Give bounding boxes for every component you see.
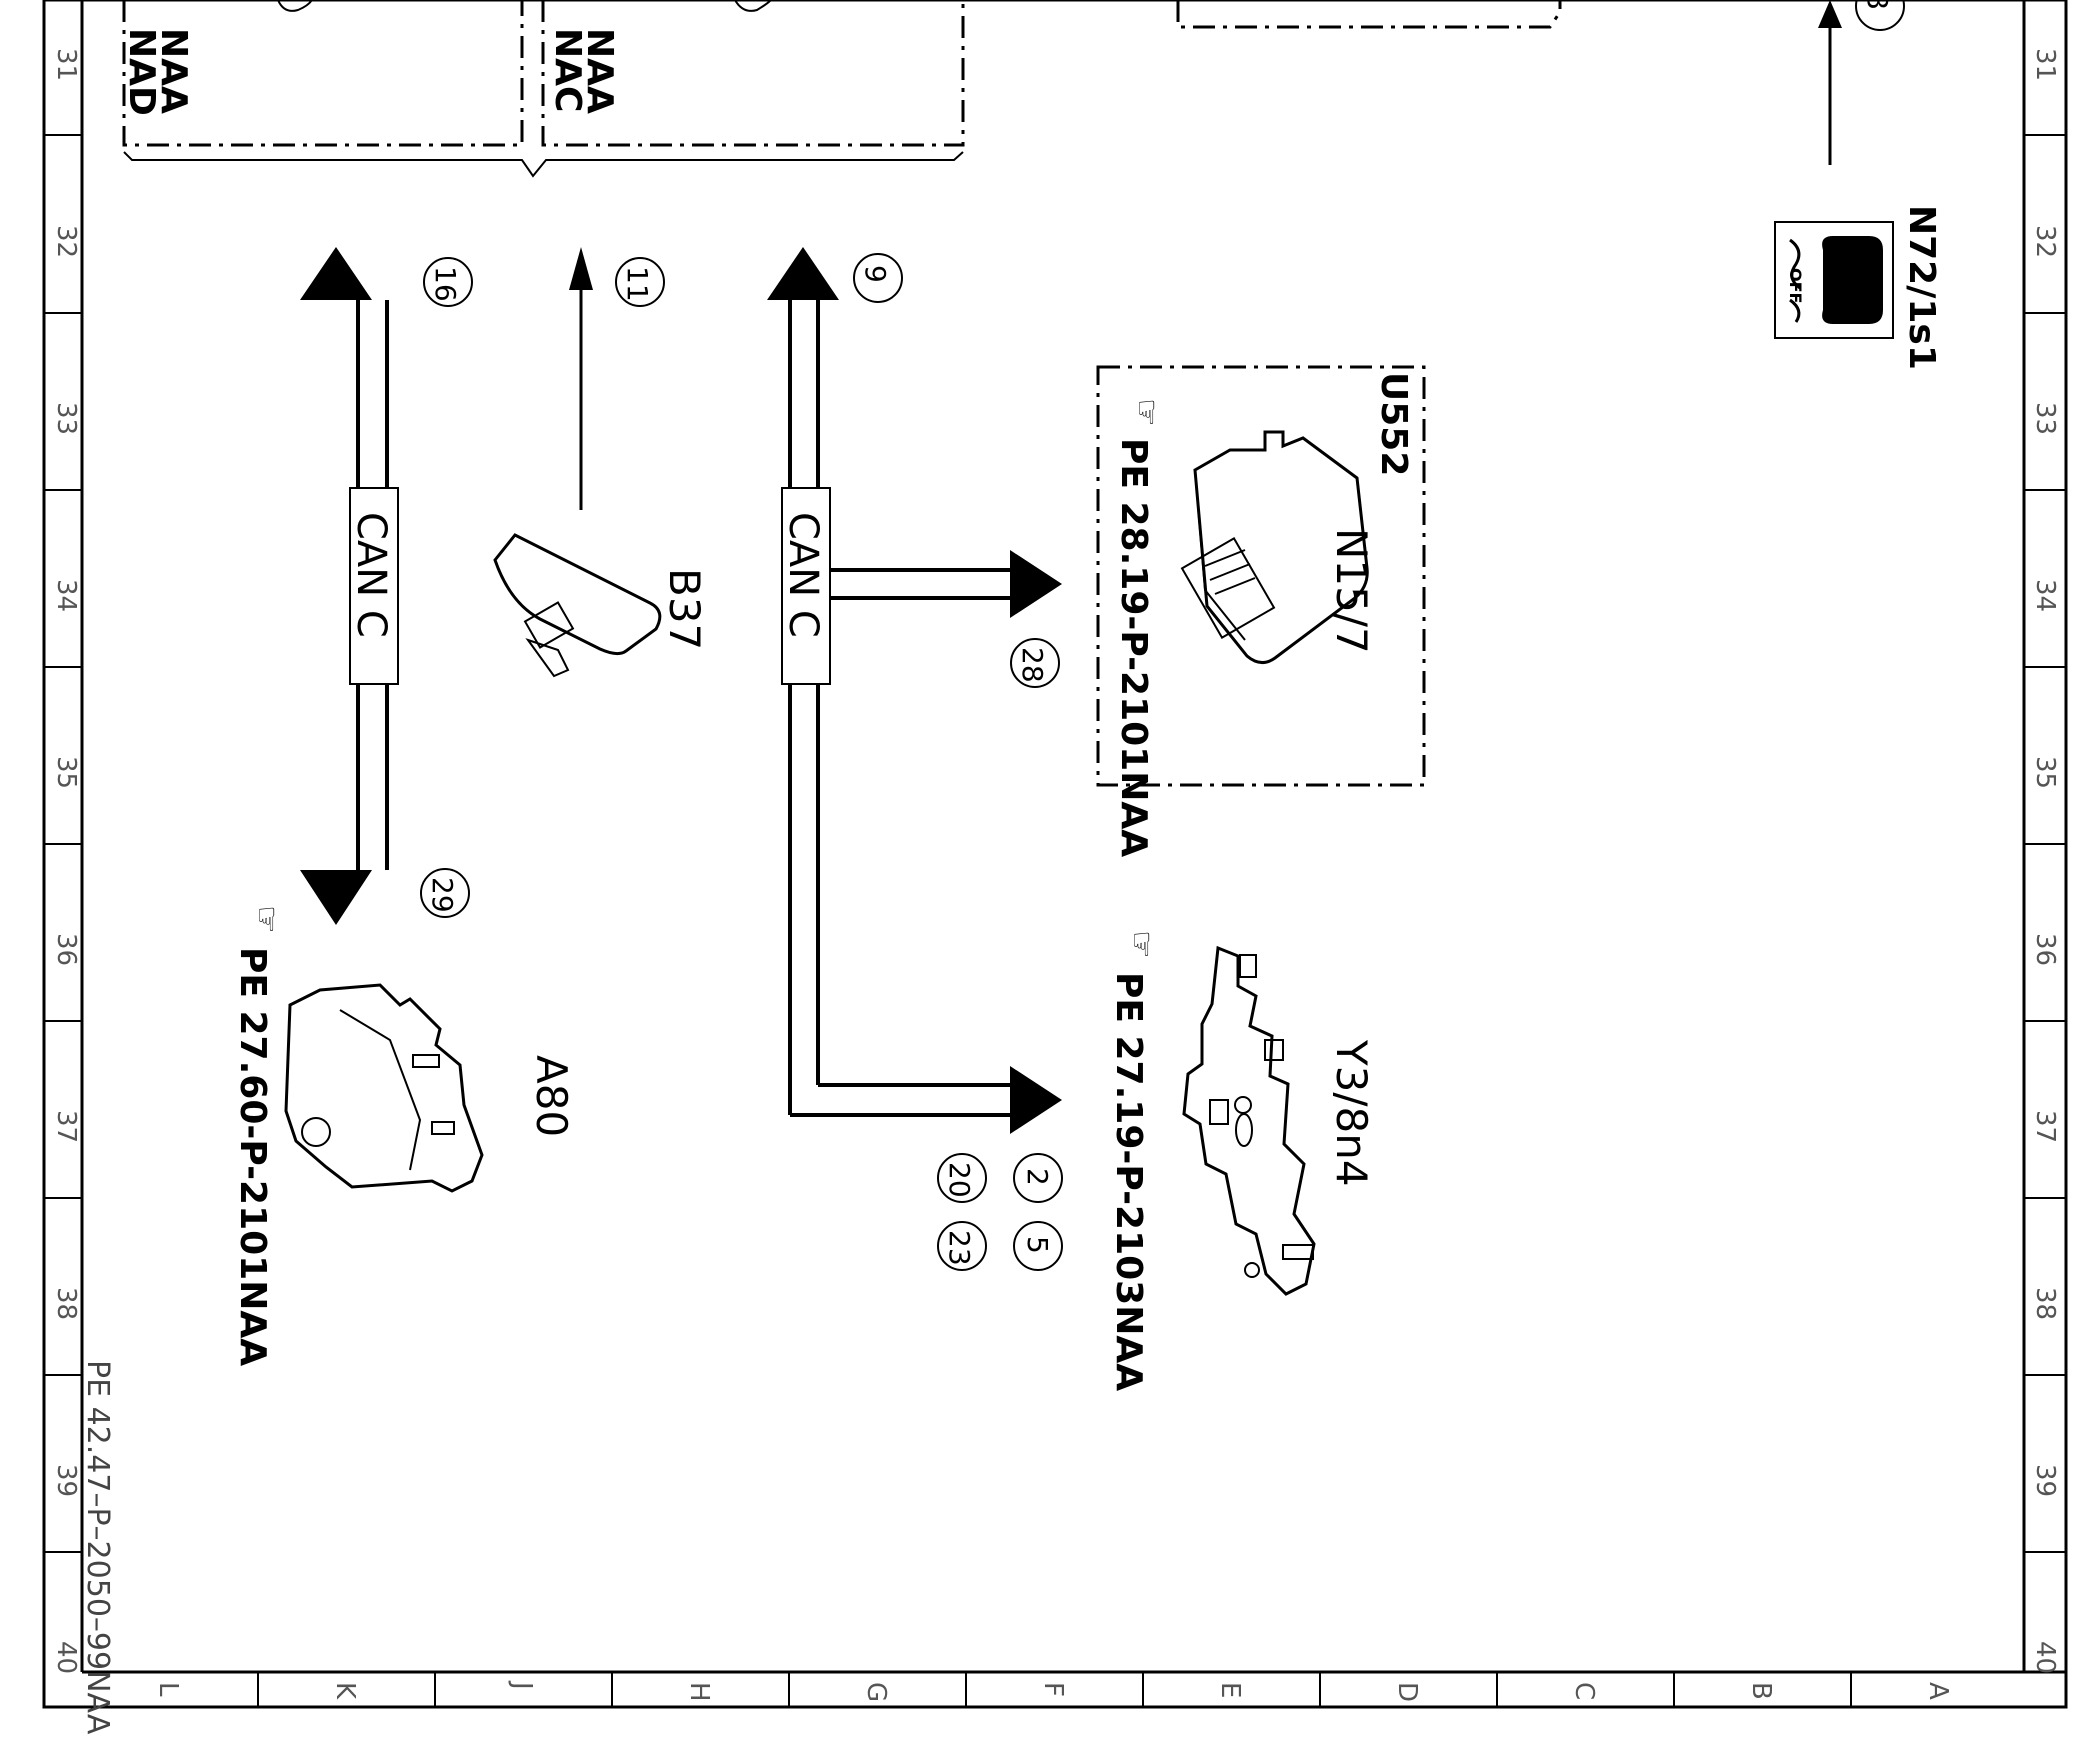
row-numbers-left: 31 32 33 34 35 36 37 38 39 40 [51,48,81,1674]
top-left-box-label: NAD [121,28,162,116]
row-number: 38 [51,1287,81,1320]
column-letter: B [1746,1682,1776,1700]
row-number: 37 [2030,1110,2060,1143]
ref-circle-23: 23 [943,1230,976,1266]
row-ticks [44,134,2066,1553]
row-numbers-right: 31 32 33 34 35 36 37 38 39 40 [2030,48,2060,1674]
row-number: 38 [2030,1287,2060,1320]
n72-off-text: OFF [1786,268,1805,303]
column-letters: L K J H G F E D C B A [153,1680,1953,1702]
ref-circle-8: 8 [1861,0,1894,10]
row-number: 36 [2030,933,2060,966]
row-number: 33 [51,402,81,435]
pointer-icon: ☞ [248,905,286,934]
row-number: 37 [51,1110,81,1143]
row-number: 40 [51,1641,81,1674]
group-brace [123,151,964,178]
column-letter: K [330,1682,360,1700]
row-number: 32 [51,225,81,258]
drawing-frame [42,0,2068,1709]
ref-circles-lower: 2 5 20 23 [937,1153,1063,1271]
ref-circle-20: 20 [943,1162,976,1198]
row-number: 39 [2030,1464,2060,1497]
top-right-box [1176,0,1562,29]
b37-label: B37 [660,568,709,650]
y3-8n4-module: Y3/8n4 ☞ PE 27.19-P-2103NAA [1108,930,1376,1391]
column-letter: A [1923,1682,1953,1700]
a80-ref: PE 27.60-P-2101NAA [232,947,273,1366]
can-bus-right: CAN C 9 28 [767,247,1062,1134]
row-number: 34 [51,579,81,612]
top-middle-box-label: NAA [579,28,620,114]
top-left-box-label: NAA [153,28,194,114]
can-bus-left-label: CAN C [348,512,394,638]
ref-circle-28: 28 [1016,647,1049,683]
u552-label: U552 [1373,372,1414,476]
row-number: 33 [2030,402,2060,435]
row-number: 40 [2030,1641,2060,1674]
top-left-box: NAA NAD [121,0,524,147]
top-middle-box: NAA NAC [277,0,965,147]
row-number: 35 [51,756,81,789]
row-number: 31 [2030,48,2060,81]
y3-8n4-ref: PE 27.19-P-2103NAA [1108,972,1149,1391]
pointer-icon: ☞ [1123,930,1161,959]
row-number: 35 [2030,756,2060,789]
column-letter: D [1392,1682,1422,1702]
column-letter: H [684,1682,714,1702]
n15-7-label: N15/7 [1327,528,1376,654]
ref-circle-16: 16 [429,266,462,302]
a80-module: A80 ☞ PE 27.60-P-2101NAA [232,905,576,1366]
row-number: 31 [51,48,81,81]
row-number: 39 [51,1464,81,1497]
row-number: 36 [51,933,81,966]
row-number: 32 [2030,225,2060,258]
column-ticks [257,1672,1852,1707]
ref-circle-29: 29 [426,877,459,913]
ref-circle-9: 9 [859,265,892,283]
u552-box: U552 N15/7 ☞ PE 28.19-P-2101NAA [1096,365,1426,857]
can-bus-right-label: CAN C [780,512,826,638]
arrow-ref-11: 11 [569,247,665,510]
column-letter: J [507,1680,537,1690]
sheet-id: PE 42.47–P–2050–99NAA [80,1360,115,1735]
column-letter: C [1569,1682,1599,1700]
ref-circle-2: 2 [1021,1168,1054,1186]
column-letter: G [861,1682,891,1702]
y3-8n4-label: Y3/8n4 [1327,1039,1376,1187]
row-number: 34 [2030,579,2060,612]
column-letter: F [1038,1682,1068,1697]
n15-7-ref: PE 28.19-P-2101NAA [1113,438,1154,857]
column-letter: L [153,1682,183,1697]
n72-switch: OFF N72/1s1 [1774,205,1942,370]
top-middle-box-label: NAC [547,28,588,112]
a80-label: A80 [527,1055,576,1137]
b37-sensor: B37 [493,533,709,678]
pointer-icon: ☞ [1128,398,1166,427]
column-letter: E [1215,1682,1245,1698]
arrow-ref-8: 8 [1818,0,1905,165]
n15-7-module [1180,430,1369,664]
ref-circle-5: 5 [1021,1236,1054,1254]
can-bus-left: CAN C 16 29 [300,247,473,925]
ref-circle-11: 11 [621,266,654,302]
n72-label: N72/1s1 [1901,205,1942,370]
